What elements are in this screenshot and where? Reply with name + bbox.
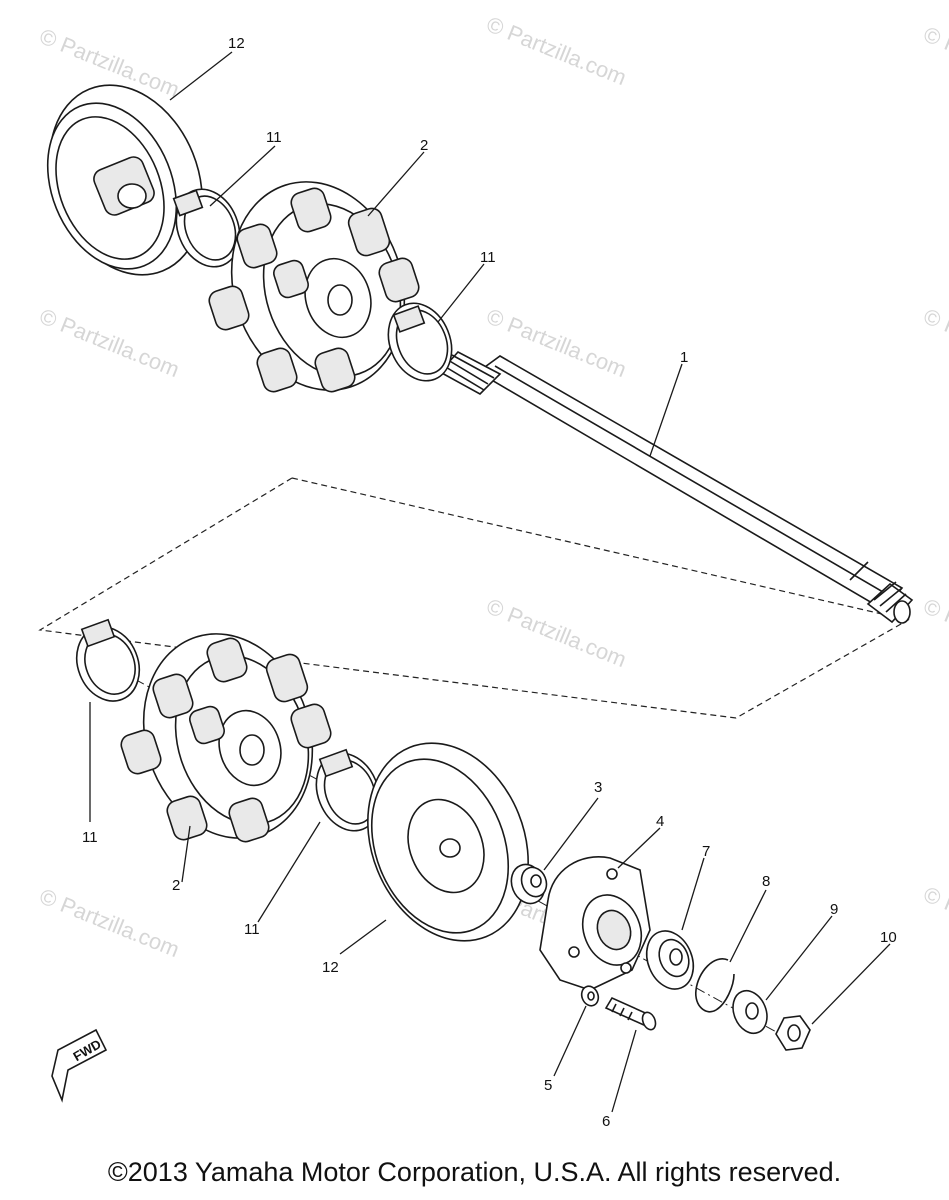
watermark-text: © Partzilla.com <box>920 881 949 960</box>
bolt <box>604 996 657 1031</box>
hose-clamp-bottom-left <box>75 618 141 702</box>
sprocket-top <box>208 181 420 393</box>
circlip <box>695 958 735 1013</box>
part-labels: 12 11 2 11 1 11 2 11 12 3 4 7 8 9 10 5 6 <box>82 35 897 1130</box>
hose-clamp-bottom-right <box>315 748 381 832</box>
part-label-9: 9 <box>830 901 838 918</box>
part-label-3: 3 <box>594 779 602 796</box>
spring-washer <box>580 985 600 1007</box>
fwd-arrow-icon: FWD <box>51 1028 108 1103</box>
watermark-text: © Partzilla.com <box>483 593 630 672</box>
watermark-text: © Partzilla.com <box>920 21 949 100</box>
part-label-2-bottom: 2 <box>172 877 180 894</box>
sprocket-bottom <box>120 633 332 843</box>
part-label-1: 1 <box>680 349 688 366</box>
part-label-12-top: 12 <box>228 35 245 52</box>
watermark-text: © Partzilla.com <box>920 593 949 672</box>
part-label-5: 5 <box>544 1077 552 1094</box>
part-label-11-bottom-right: 11 <box>244 921 260 938</box>
part-label-11-bottom-left: 11 <box>82 829 98 846</box>
idler-wheel-bottom <box>367 742 529 942</box>
part-label-4: 4 <box>656 813 664 830</box>
part-label-11-top-left: 11 <box>266 129 282 146</box>
drive-shaft <box>438 351 914 624</box>
watermark-text: © Partzilla.com <box>36 883 183 962</box>
hose-clamp-top-right <box>387 302 453 382</box>
watermark-text: © Partzilla.com <box>920 303 949 382</box>
washer <box>732 989 768 1035</box>
assembly-dashed-outline <box>38 477 910 719</box>
hose-clamp-top-left <box>172 188 241 268</box>
copyright-notice: ©2013 Yamaha Motor Corporation, U.S.A. A… <box>107 1157 842 1187</box>
leader-lines <box>89 51 891 1113</box>
nut <box>775 1015 811 1051</box>
part-label-8: 8 <box>762 873 770 890</box>
bearing-housing <box>539 856 651 991</box>
part-label-2-top: 2 <box>420 137 428 154</box>
part-label-11-top-right: 11 <box>480 249 496 266</box>
oil-seal <box>510 863 548 905</box>
idler-wheel-top <box>46 84 203 276</box>
bearing <box>645 930 695 990</box>
watermark-text: © Partzilla.com <box>483 11 630 90</box>
part-label-6: 6 <box>602 1113 610 1130</box>
part-label-10: 10 <box>880 929 897 946</box>
part-label-12-bottom: 12 <box>322 959 339 976</box>
watermark-text: © Partzilla.com <box>36 303 183 382</box>
part-label-7: 7 <box>702 843 710 860</box>
